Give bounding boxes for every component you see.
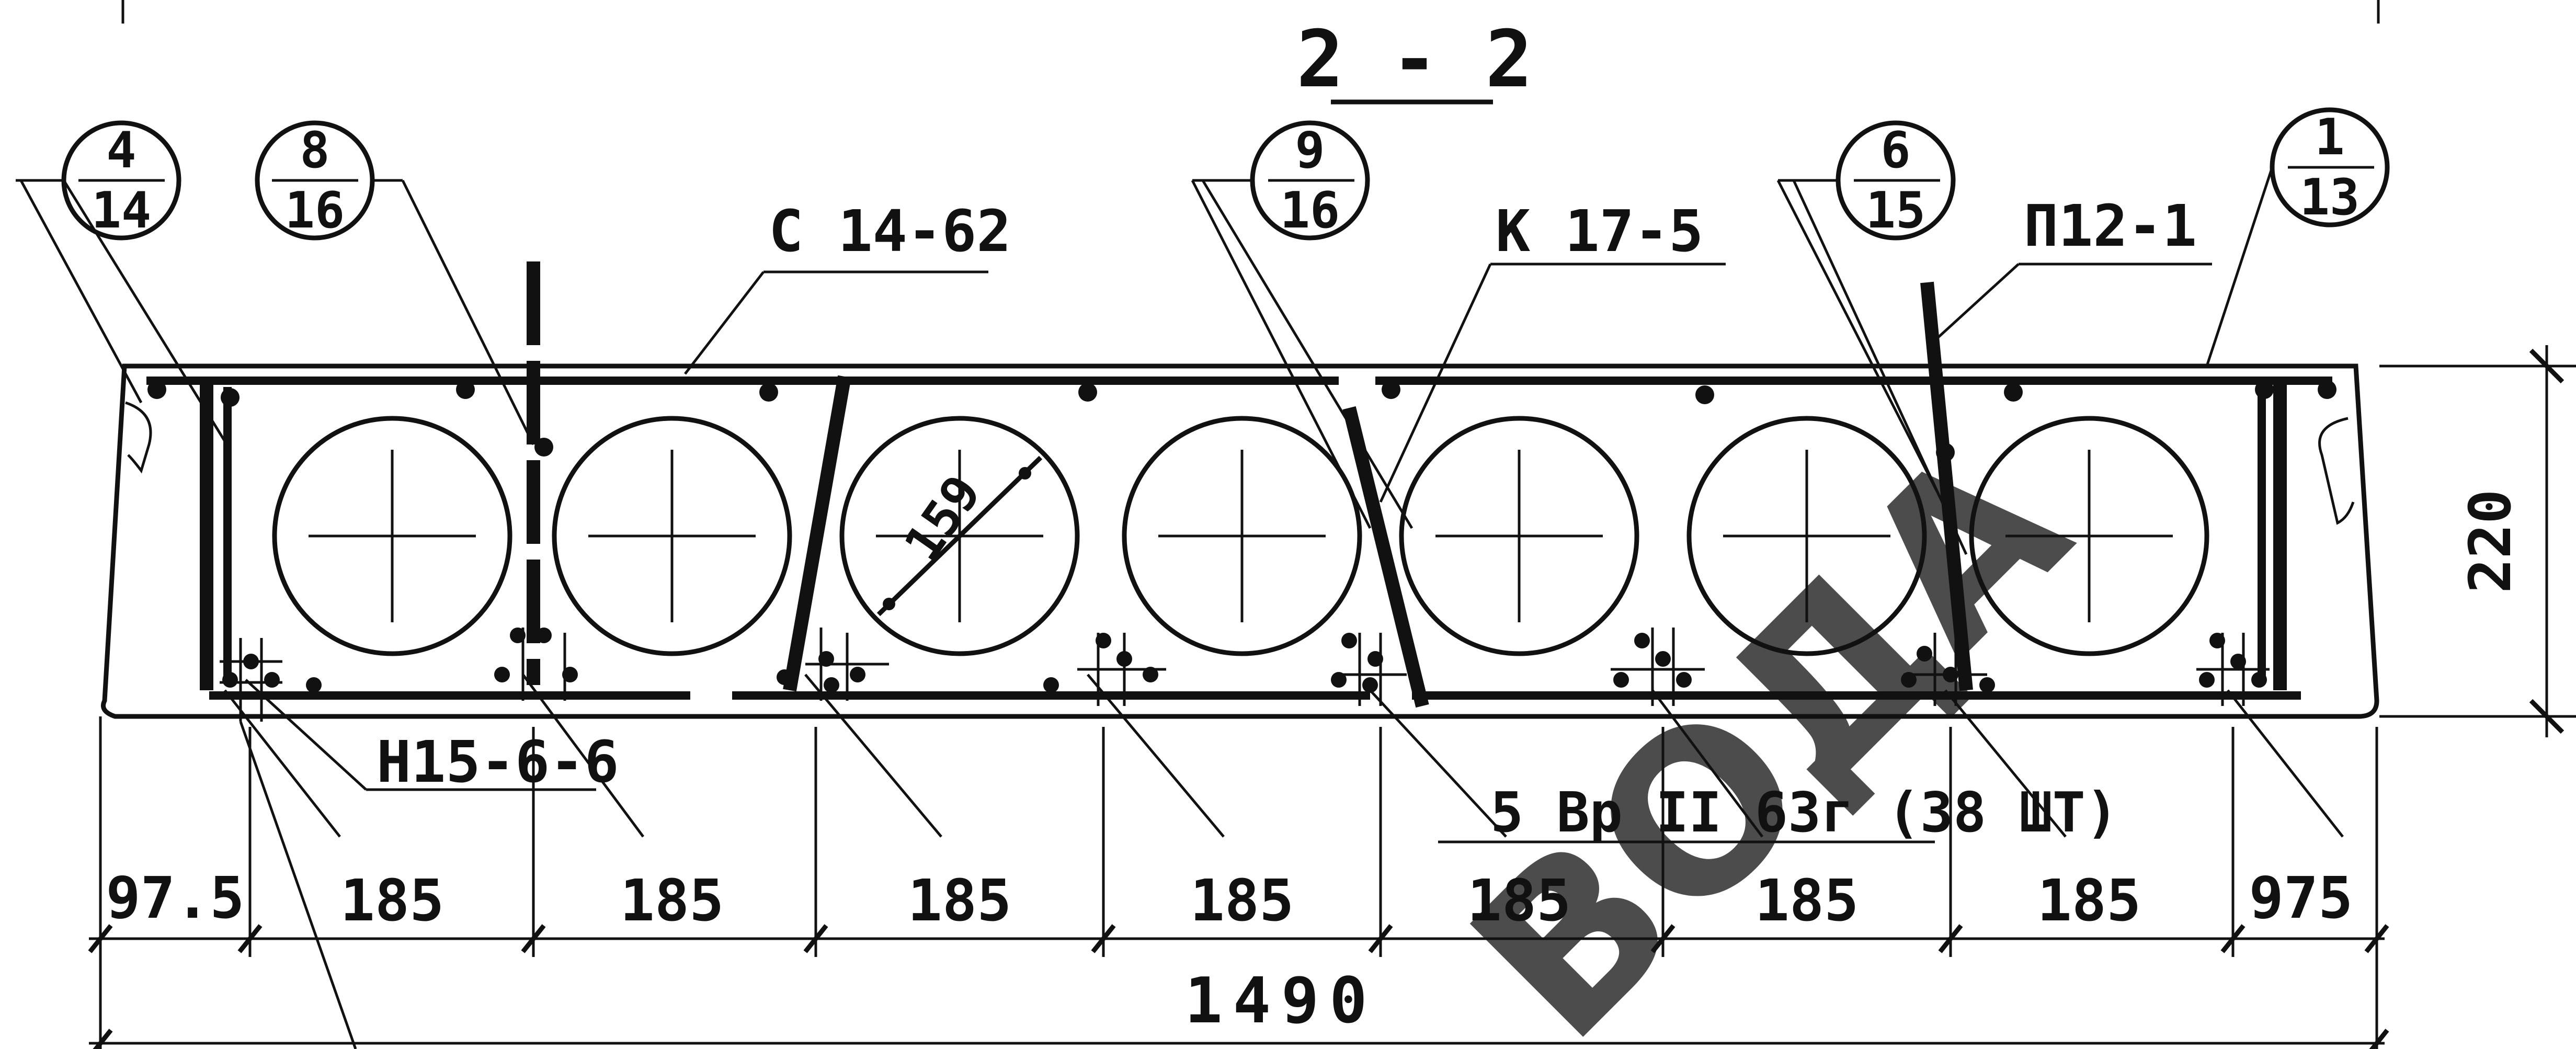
- label-wire-spec: 5 Вр II 63г (38 ШТ): [1490, 781, 2118, 845]
- dim-185-3: 185: [908, 867, 1012, 934]
- dimension-chain: 97.5 185 185 185 185 185 185 185 975 149…: [88, 716, 2389, 1049]
- label-mesh-top: C 14-62: [769, 198, 1011, 265]
- dim-185-4: 185: [1190, 867, 1294, 934]
- height-dimension: 220: [2379, 345, 2576, 737]
- diameter-leader: [876, 455, 1043, 617]
- label-frame-k: K 17-5: [1496, 198, 1703, 265]
- callout-leaders: [16, 167, 2274, 555]
- callout-6-15: 6 15: [1836, 120, 1956, 241]
- svg-text:4: 4: [106, 122, 136, 179]
- dim-185-2: 185: [620, 867, 724, 934]
- watermark-text: ВОДА: [1425, 397, 2116, 1049]
- void-3: [839, 416, 1080, 656]
- dim-975: 975: [2249, 864, 2353, 931]
- dim-185-5: 185: [1467, 867, 1571, 934]
- callout-8-16: 8 16: [255, 120, 375, 241]
- svg-text:14: 14: [92, 182, 151, 240]
- bottom-strand-clusters: [220, 628, 2270, 722]
- void-4: [1122, 416, 1362, 656]
- section-title: 2 - 2: [1296, 14, 1533, 105]
- svg-text:9: 9: [1295, 122, 1325, 179]
- left-end-lifting-recess: [125, 401, 152, 474]
- dim-97-5: 97.5: [106, 864, 245, 931]
- frame-k17-5-bar: [1342, 406, 1429, 708]
- label-mesh-bottom: Н15-6-6: [377, 728, 619, 795]
- svg-text:13: 13: [2300, 169, 2360, 226]
- dim-overall: 1490: [1185, 965, 1378, 1037]
- loop-p12-1-bar: [1920, 281, 1973, 691]
- height-dim-label: 220: [2457, 489, 2524, 594]
- watermark: ВОДА: [1425, 397, 2116, 1049]
- void-5: [1399, 416, 1639, 656]
- dim-185-6: 185: [1755, 867, 1859, 934]
- svg-text:1: 1: [2315, 109, 2344, 166]
- frame-9-16-bar: [783, 375, 851, 692]
- dim-185-7: 185: [2037, 867, 2141, 934]
- void-7: [1969, 416, 2209, 656]
- label-loop-p: П12-1: [2024, 192, 2197, 259]
- svg-text:16: 16: [1280, 182, 1340, 240]
- top-bar-dots: [147, 380, 2336, 462]
- callout-1-13: 1 13: [2270, 107, 2390, 227]
- svg-text:16: 16: [285, 182, 345, 240]
- callout-4-14: 4 14: [61, 120, 181, 241]
- void-diameter-label: 159: [894, 465, 993, 572]
- svg-text:8: 8: [300, 122, 329, 179]
- label-leaders: [224, 263, 2344, 1049]
- void-6: [1686, 416, 1927, 656]
- void-2: [552, 416, 792, 656]
- right-end-lifting-recess: [2318, 417, 2355, 525]
- callout-9-16: 9 16: [1250, 120, 1370, 241]
- dim-185-1: 185: [340, 867, 444, 934]
- slab-outline: [101, 363, 2379, 719]
- svg-text:6: 6: [1880, 122, 1910, 179]
- svg-text:15: 15: [1866, 182, 1925, 240]
- void-1: [272, 416, 512, 656]
